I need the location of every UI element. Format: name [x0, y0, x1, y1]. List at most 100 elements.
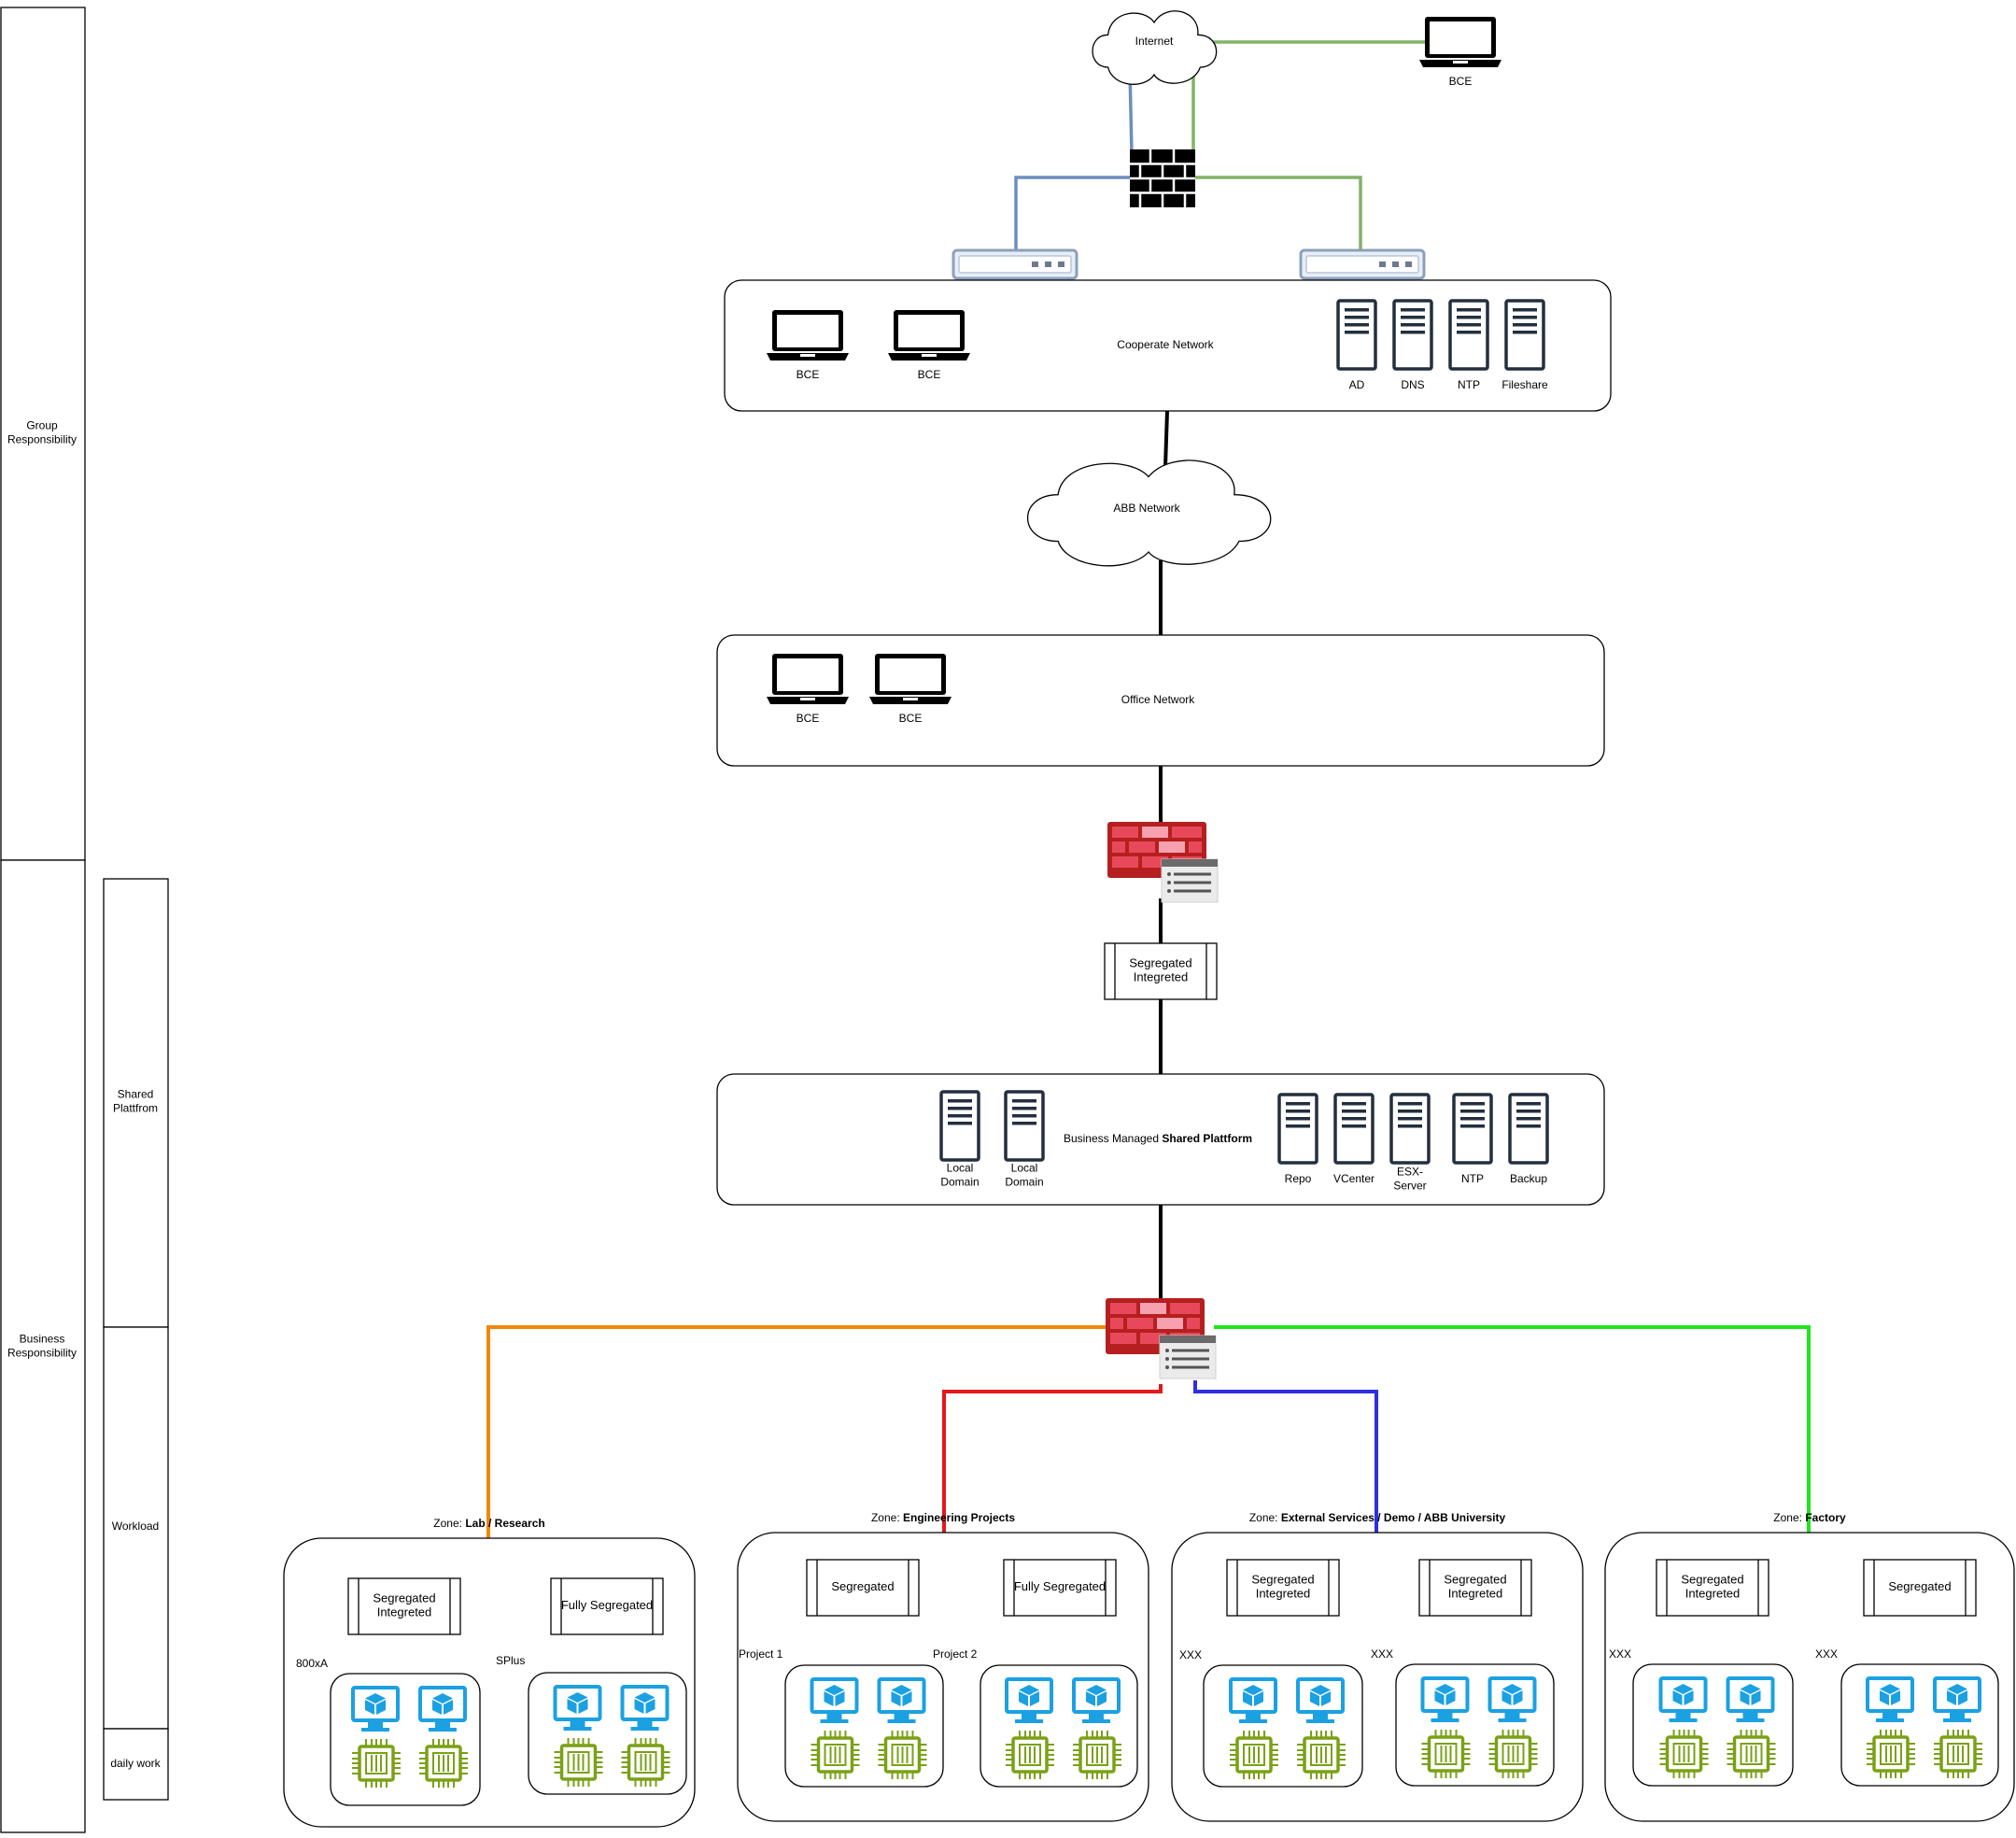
office-laptop-2-label: BCE [899, 712, 923, 725]
local-domain-server-1-icon [1004, 1090, 1045, 1162]
zone-1-host-0-cpu-2-icon [876, 1729, 929, 1781]
cooperate-server-2-label: NTP [1458, 378, 1480, 391]
zone-0-host-0-cpu-1-icon [350, 1737, 402, 1789]
router-right-icon [1299, 248, 1426, 280]
platform-server-3-label: NTP [1461, 1172, 1484, 1185]
zone-0-uplink [486, 1325, 1106, 1549]
firewall-icon [1128, 148, 1197, 209]
zone-3-host-0-cpu-1-icon [1657, 1728, 1711, 1780]
cooperate-server-1-label: DNS [1401, 378, 1424, 391]
zone-1-segment-0[interactable] [806, 1559, 920, 1617]
zone-3-segment-1[interactable] [1863, 1559, 1977, 1617]
zone-2-host-0-cpu-2-icon [1295, 1729, 1347, 1781]
zone-0-segment-1[interactable] [550, 1577, 664, 1635]
zone-2-group-1-label: XXX [1371, 1647, 1393, 1661]
platform-server-1-label: VCenter [1333, 1172, 1375, 1185]
zone-0-host-0-cpu-2-icon [417, 1737, 470, 1789]
abb-network-label: ABB Network [1113, 502, 1180, 515]
zone-0-host-1-cpu-1-icon [552, 1736, 605, 1789]
zone-1-group-1-label: Project 2 [933, 1647, 978, 1661]
platform-server-4-label: Backup [1510, 1172, 1547, 1185]
zone-3-host-1-cpu-2-icon [1932, 1728, 1984, 1780]
zone-2-host-1-cpu-2-icon [1487, 1728, 1540, 1780]
zone-3-segment-0[interactable] [1656, 1559, 1769, 1617]
zone-firewall-icon [1105, 1297, 1217, 1379]
zone-3-uplink [1214, 1325, 1811, 1542]
office-network-title: Office Network [1121, 693, 1195, 706]
firewall-router-left-link [1014, 176, 1132, 250]
zone-1-host-1-cpu-2-icon [1071, 1729, 1123, 1781]
cooperate-abb-link [1163, 410, 1169, 468]
business-responsibility-band [0, 859, 86, 1833]
cooperate-laptop-1-label: BCE [797, 368, 820, 381]
office-firewall-icon [1107, 821, 1219, 903]
cooperate-server-0-icon [1336, 299, 1377, 371]
zone-3-host-0-cpu-2-icon [1725, 1728, 1778, 1780]
daily-work-band [103, 1728, 169, 1801]
zone-2-title: Zone: External Services / Demo / ABB Uni… [1249, 1511, 1506, 1524]
zone-0-segment-1-label: Fully Segregated [561, 1598, 653, 1612]
office-laptop-1-label: BCE [797, 712, 820, 725]
daily-work-label: daily work [110, 1757, 161, 1770]
zone-1-host-1-cpu-1-icon [1004, 1729, 1056, 1781]
local-domain-server-0-icon [939, 1090, 980, 1162]
platform-server-3-icon [1452, 1093, 1493, 1165]
internet-cloud [1092, 10, 1218, 85]
router-left-icon [952, 248, 1078, 280]
zone-2-segment-0[interactable] [1226, 1559, 1340, 1617]
shared-platform-box[interactable] [716, 1073, 1605, 1206]
zone-2-segment-1[interactable] [1418, 1559, 1532, 1617]
zone-2-host-0-cpu-1-icon [1228, 1729, 1280, 1781]
platform-server-4-icon [1508, 1093, 1549, 1165]
cooperate-server-2-icon [1448, 299, 1489, 371]
cooperate-server-0-label: AD [1349, 378, 1365, 391]
zone-2-uplink [1193, 1380, 1378, 1550]
workload-label: Workload [112, 1520, 159, 1533]
zone-3-title: Zone: Factory [1773, 1511, 1846, 1524]
cooperate-server-3-label: Fileshare [1501, 378, 1548, 391]
shared-platform-title: Business Managed Shared Plattform [1064, 1132, 1252, 1145]
zone-1-host-0-cpu-1-icon [809, 1729, 862, 1781]
zone-3-segment-1-label: Segregated [1888, 1579, 1951, 1593]
zone-2-group-0-label: XXX [1179, 1648, 1202, 1661]
workload-band [103, 1326, 169, 1730]
internet-label: Internet [1135, 35, 1174, 48]
platform-server-0-icon [1277, 1093, 1318, 1165]
office-segregated-box[interactable] [1104, 942, 1218, 1000]
zone-0-host-1-cpu-2-icon [619, 1736, 672, 1789]
zone-0-segment-0[interactable] [347, 1577, 461, 1635]
zone-0-group-0-label: 800xA [296, 1657, 328, 1670]
platform-server-2-icon [1389, 1093, 1431, 1165]
zone-1-segment-0-label: Segregated [831, 1579, 894, 1593]
platform-server-2-label: ESX-Server [1393, 1166, 1426, 1193]
platform-server-0-label: Repo [1285, 1172, 1312, 1185]
remote-laptop-icon [1419, 17, 1501, 67]
cooperate-server-3-icon [1504, 299, 1545, 371]
remote-bce-label: BCE [1449, 75, 1473, 88]
cooperate-network-title: Cooperate Network [1117, 338, 1214, 351]
zone-1-group-0-label: Project 1 [739, 1647, 783, 1661]
zone-3-group-1-label: XXX [1815, 1647, 1838, 1661]
platform-server-1-icon [1333, 1093, 1375, 1165]
firewall-router-right-link [1193, 176, 1362, 250]
zone-3-host-1-cpu-1-icon [1865, 1728, 1917, 1780]
zone-0-group-1-label: SPlus [496, 1654, 525, 1667]
zone-1-uplink [942, 1384, 1163, 1542]
zone-1-segment-1-label: Fully Segregated [1014, 1579, 1106, 1593]
zone-1-segment-1[interactable] [1003, 1559, 1117, 1617]
zone-3-group-0-label: XXX [1609, 1647, 1631, 1661]
cooperate-laptop-2-label: BCE [918, 368, 941, 381]
abb-network-cloud [1026, 460, 1272, 567]
